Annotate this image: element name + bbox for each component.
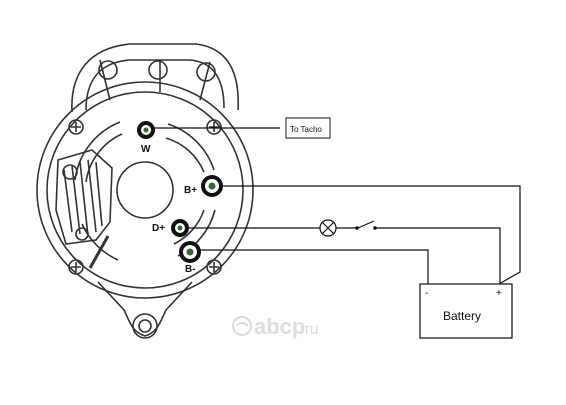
battery-plus-label: + bbox=[496, 288, 502, 299]
alternator-body bbox=[36, 43, 254, 339]
switch-blade bbox=[357, 220, 375, 229]
wiring bbox=[150, 127, 521, 285]
terminal-b-minus-icon bbox=[179, 241, 201, 263]
terminal-b-plus-icon bbox=[201, 175, 223, 197]
watermark: abcp .ru bbox=[232, 314, 319, 339]
wire-switch-to-battery-plus bbox=[376, 227, 501, 284]
lamp-icon bbox=[319, 219, 337, 237]
terminal-b-plus-label: B+ bbox=[184, 185, 197, 196]
switch-contacts bbox=[355, 226, 377, 230]
terminal-d-plus-label: D+ bbox=[152, 223, 165, 234]
watermark-brand: abcp bbox=[254, 314, 305, 339]
terminal-d-plus-icon bbox=[171, 219, 189, 237]
battery-label: Battery bbox=[443, 309, 481, 323]
wire-b-minus-to-battery-minus bbox=[189, 249, 429, 284]
terminal-w-icon bbox=[137, 121, 155, 139]
wire-b-plus-to-battery-plus bbox=[214, 185, 521, 285]
battery-minus-label: - bbox=[425, 288, 428, 299]
terminal-w-label: W bbox=[141, 144, 151, 155]
watermark-tld: .ru bbox=[300, 321, 319, 338]
tacho-label: To Tacho bbox=[290, 125, 322, 134]
tacho-box: To Tacho bbox=[285, 117, 331, 139]
terminal-b-minus-label: B- bbox=[185, 264, 196, 275]
battery: - + Battery bbox=[419, 283, 513, 339]
watermark-logo-icon bbox=[232, 316, 252, 336]
